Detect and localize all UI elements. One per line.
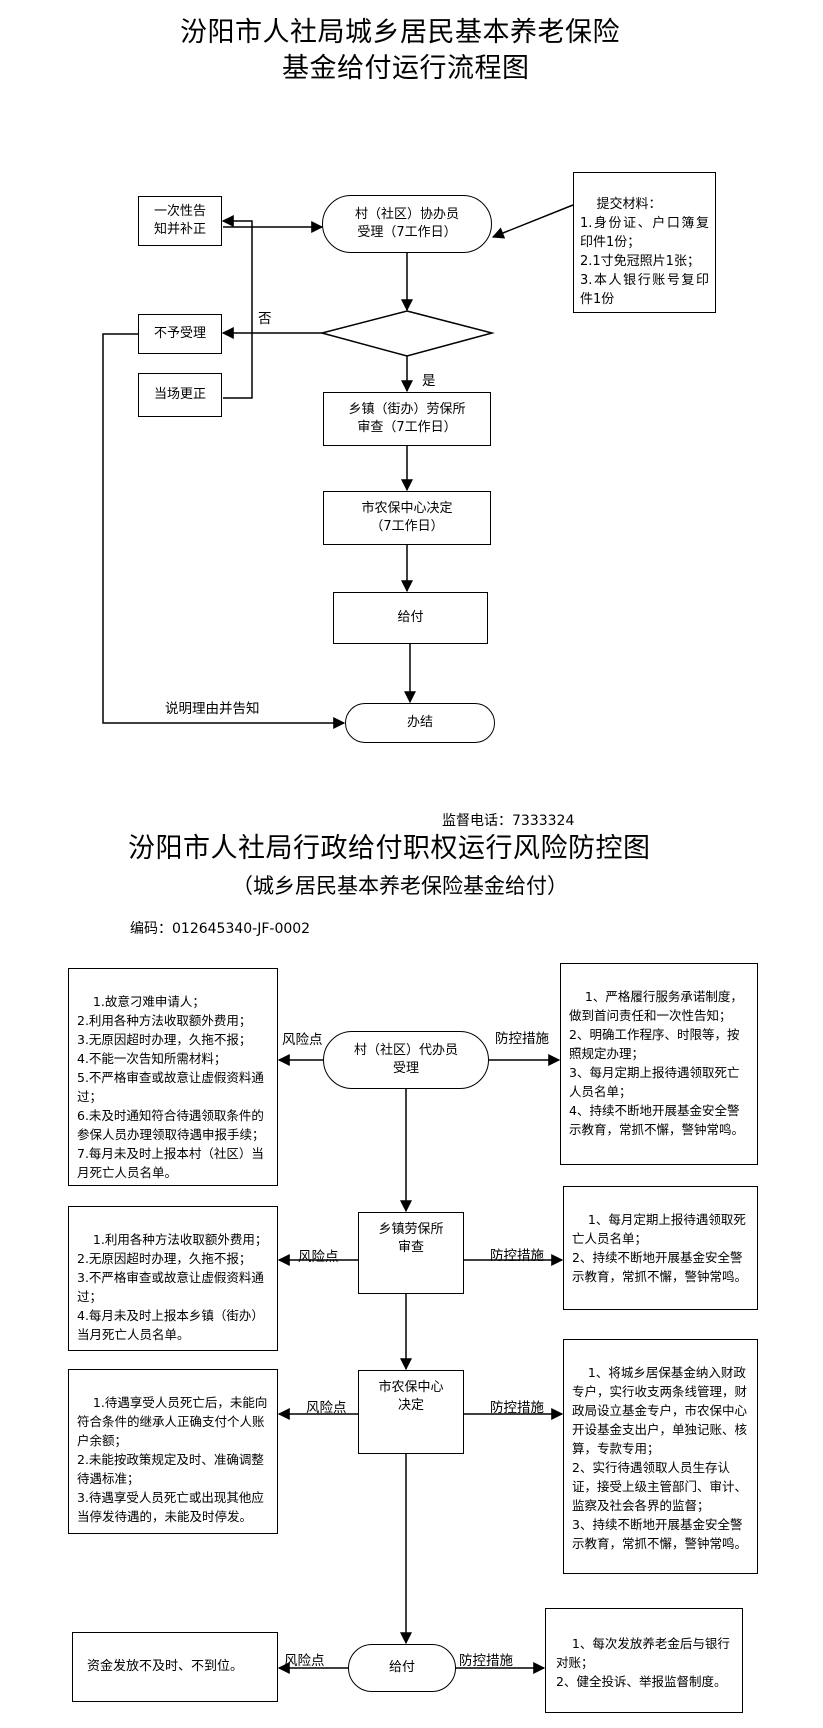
end-box: 办结: [345, 703, 495, 743]
correct-box: 当场更正: [138, 373, 222, 417]
step4-measure-label: 防控措施: [459, 1653, 513, 1669]
step2-risk-text: 1.利用各种方法收取额外费用； 2.无原因超时办理，久拖不报； 3.不严格审查或…: [77, 1232, 268, 1342]
step3-risk-box: 1.待遇享受人员死亡后，未能向符合条件的继承人正确支付个人账户余额； 2.未能按…: [68, 1369, 278, 1534]
flow2-subtitle: （城乡居民基本养老保险基金给付）: [232, 874, 568, 898]
flow1-title-line1: 汾阳市人社局城乡居民基本养老保险: [180, 17, 620, 48]
step2-box: 乡镇劳保所 审查: [358, 1212, 464, 1294]
step2-risk-box: 1.利用各种方法收取额外费用； 2.无原因超时办理，久拖不报； 3.不严格审查或…: [68, 1206, 278, 1351]
flow2-title: 汾阳市人社局行政给付职权运行风险防控图: [128, 833, 651, 864]
step1-measure-text: 1、严格履行服务承诺制度，做到首问责任和一次性告知； 2、明确工作程序、时限等，…: [569, 989, 745, 1137]
notice-box-text: 一次性告 知并补正: [153, 204, 206, 237]
village-accept-text: 村（社区）协办员 受理（7工作日）: [354, 207, 459, 240]
step1-box: 村（社区）代办员 受理: [323, 1031, 489, 1089]
step1-risk-box: 1.故意刁难申请人； 2.利用各种方法收取额外费用； 3.无原因超时办理，久拖不…: [68, 968, 278, 1186]
step4-text: 给付: [388, 1660, 415, 1675]
no-label: 否: [258, 311, 272, 327]
materials-text: 提交材料： 1.身份证、户口簿复印件1份； 2.1寸免冠照片1张； 3.本人银行…: [580, 197, 709, 307]
step2-measure-label: 防控措施: [490, 1248, 544, 1264]
hotline: 监督电话：7333324: [442, 813, 575, 829]
step1-risk-text: 1.故意刁难申请人； 2.利用各种方法收取额外费用； 3.无原因超时办理，久拖不…: [77, 994, 265, 1180]
step2-risk-label: 风险点: [298, 1249, 339, 1265]
step3-risk-label: 风险点: [306, 1400, 347, 1416]
step2-measure-text: 1、每月定期上报待遇领取死亡人员名单； 2、持续不断地开展基金安全警示教育，常抓…: [572, 1212, 748, 1284]
city-decision-text: 市农保中心决定 （7工作日）: [361, 501, 453, 534]
step3-risk-text: 1.待遇享受人员死亡后，未能向符合条件的继承人正确支付个人账户余额； 2.未能按…: [77, 1395, 268, 1524]
step2-measure-box: 1、每月定期上报待遇领取死亡人员名单； 2、持续不断地开展基金安全警示教育，常抓…: [563, 1186, 758, 1310]
step4-risk-label: 风险点: [284, 1653, 325, 1669]
step4-measure-text: 1、每次发放养老金后与银行对账； 2、健全投诉、举报监督制度。: [556, 1636, 730, 1689]
step4-risk-box: 资金发放不及时、不到位。: [72, 1632, 278, 1702]
reject-text: 不予受理: [153, 326, 206, 341]
correct-text: 当场更正: [153, 387, 206, 402]
decision-diamond-text: 是否通过: [383, 329, 437, 345]
step1-risk-label: 风险点: [282, 1032, 323, 1048]
village-accept-box: 村（社区）协办员 受理（7工作日）: [322, 195, 492, 253]
town-review-text: 乡镇（街办）劳保所 审查（7工作日）: [348, 402, 466, 435]
end-text: 办结: [406, 715, 433, 730]
step1-text: 村（社区）代办员 受理: [353, 1043, 458, 1076]
step2-text: 乡镇劳保所 审查: [378, 1222, 444, 1255]
step1-measure-label: 防控措施: [495, 1031, 549, 1047]
town-review-box: 乡镇（街办）劳保所 审查（7工作日）: [323, 392, 491, 446]
reject-box: 不予受理: [138, 314, 222, 354]
yes-label: 是: [422, 373, 436, 389]
arrow-materials-to-village: [491, 204, 574, 239]
step4-measure-box: 1、每次发放养老金后与银行对账； 2、健全投诉、举报监督制度。: [545, 1608, 743, 1713]
pay-box: 给付: [333, 592, 488, 644]
step4-box: 给付: [348, 1644, 456, 1692]
materials-box: 提交材料： 1.身份证、户口簿复印件1份； 2.1寸免冠照片1张； 3.本人银行…: [573, 172, 716, 313]
flow1-title-line2: 基金给付运行流程图: [282, 53, 530, 84]
step3-measure-text: 1、将城乡居保基金纳入财政专户，实行收支两条线管理，财政局设立基金专户，市农保中…: [572, 1365, 748, 1551]
city-decision-box: 市农保中心决定 （7工作日）: [323, 491, 491, 545]
pay-text: 给付: [397, 610, 424, 625]
step3-measure-box: 1、将城乡居保基金纳入财政专户，实行收支两条线管理，财政局设立基金专户，市农保中…: [563, 1339, 758, 1574]
step3-measure-label: 防控措施: [490, 1400, 544, 1416]
arrow-correct-to-notice: [221, 215, 253, 399]
code-label: 编码：012645340-JF-0002: [130, 921, 311, 937]
step3-box: 市农保中心 决定: [358, 1370, 464, 1454]
step1-measure-box: 1、严格履行服务承诺制度，做到首问责任和一次性告知； 2、明确工作程序、时限等，…: [560, 963, 758, 1165]
notice-box: 一次性告 知并补正: [138, 196, 222, 246]
explain-label: 说明理由并告知: [165, 701, 260, 717]
step4-risk-text: 资金发放不及时、不到位。: [87, 1659, 244, 1674]
step3-text: 市农保中心 决定: [378, 1380, 444, 1413]
